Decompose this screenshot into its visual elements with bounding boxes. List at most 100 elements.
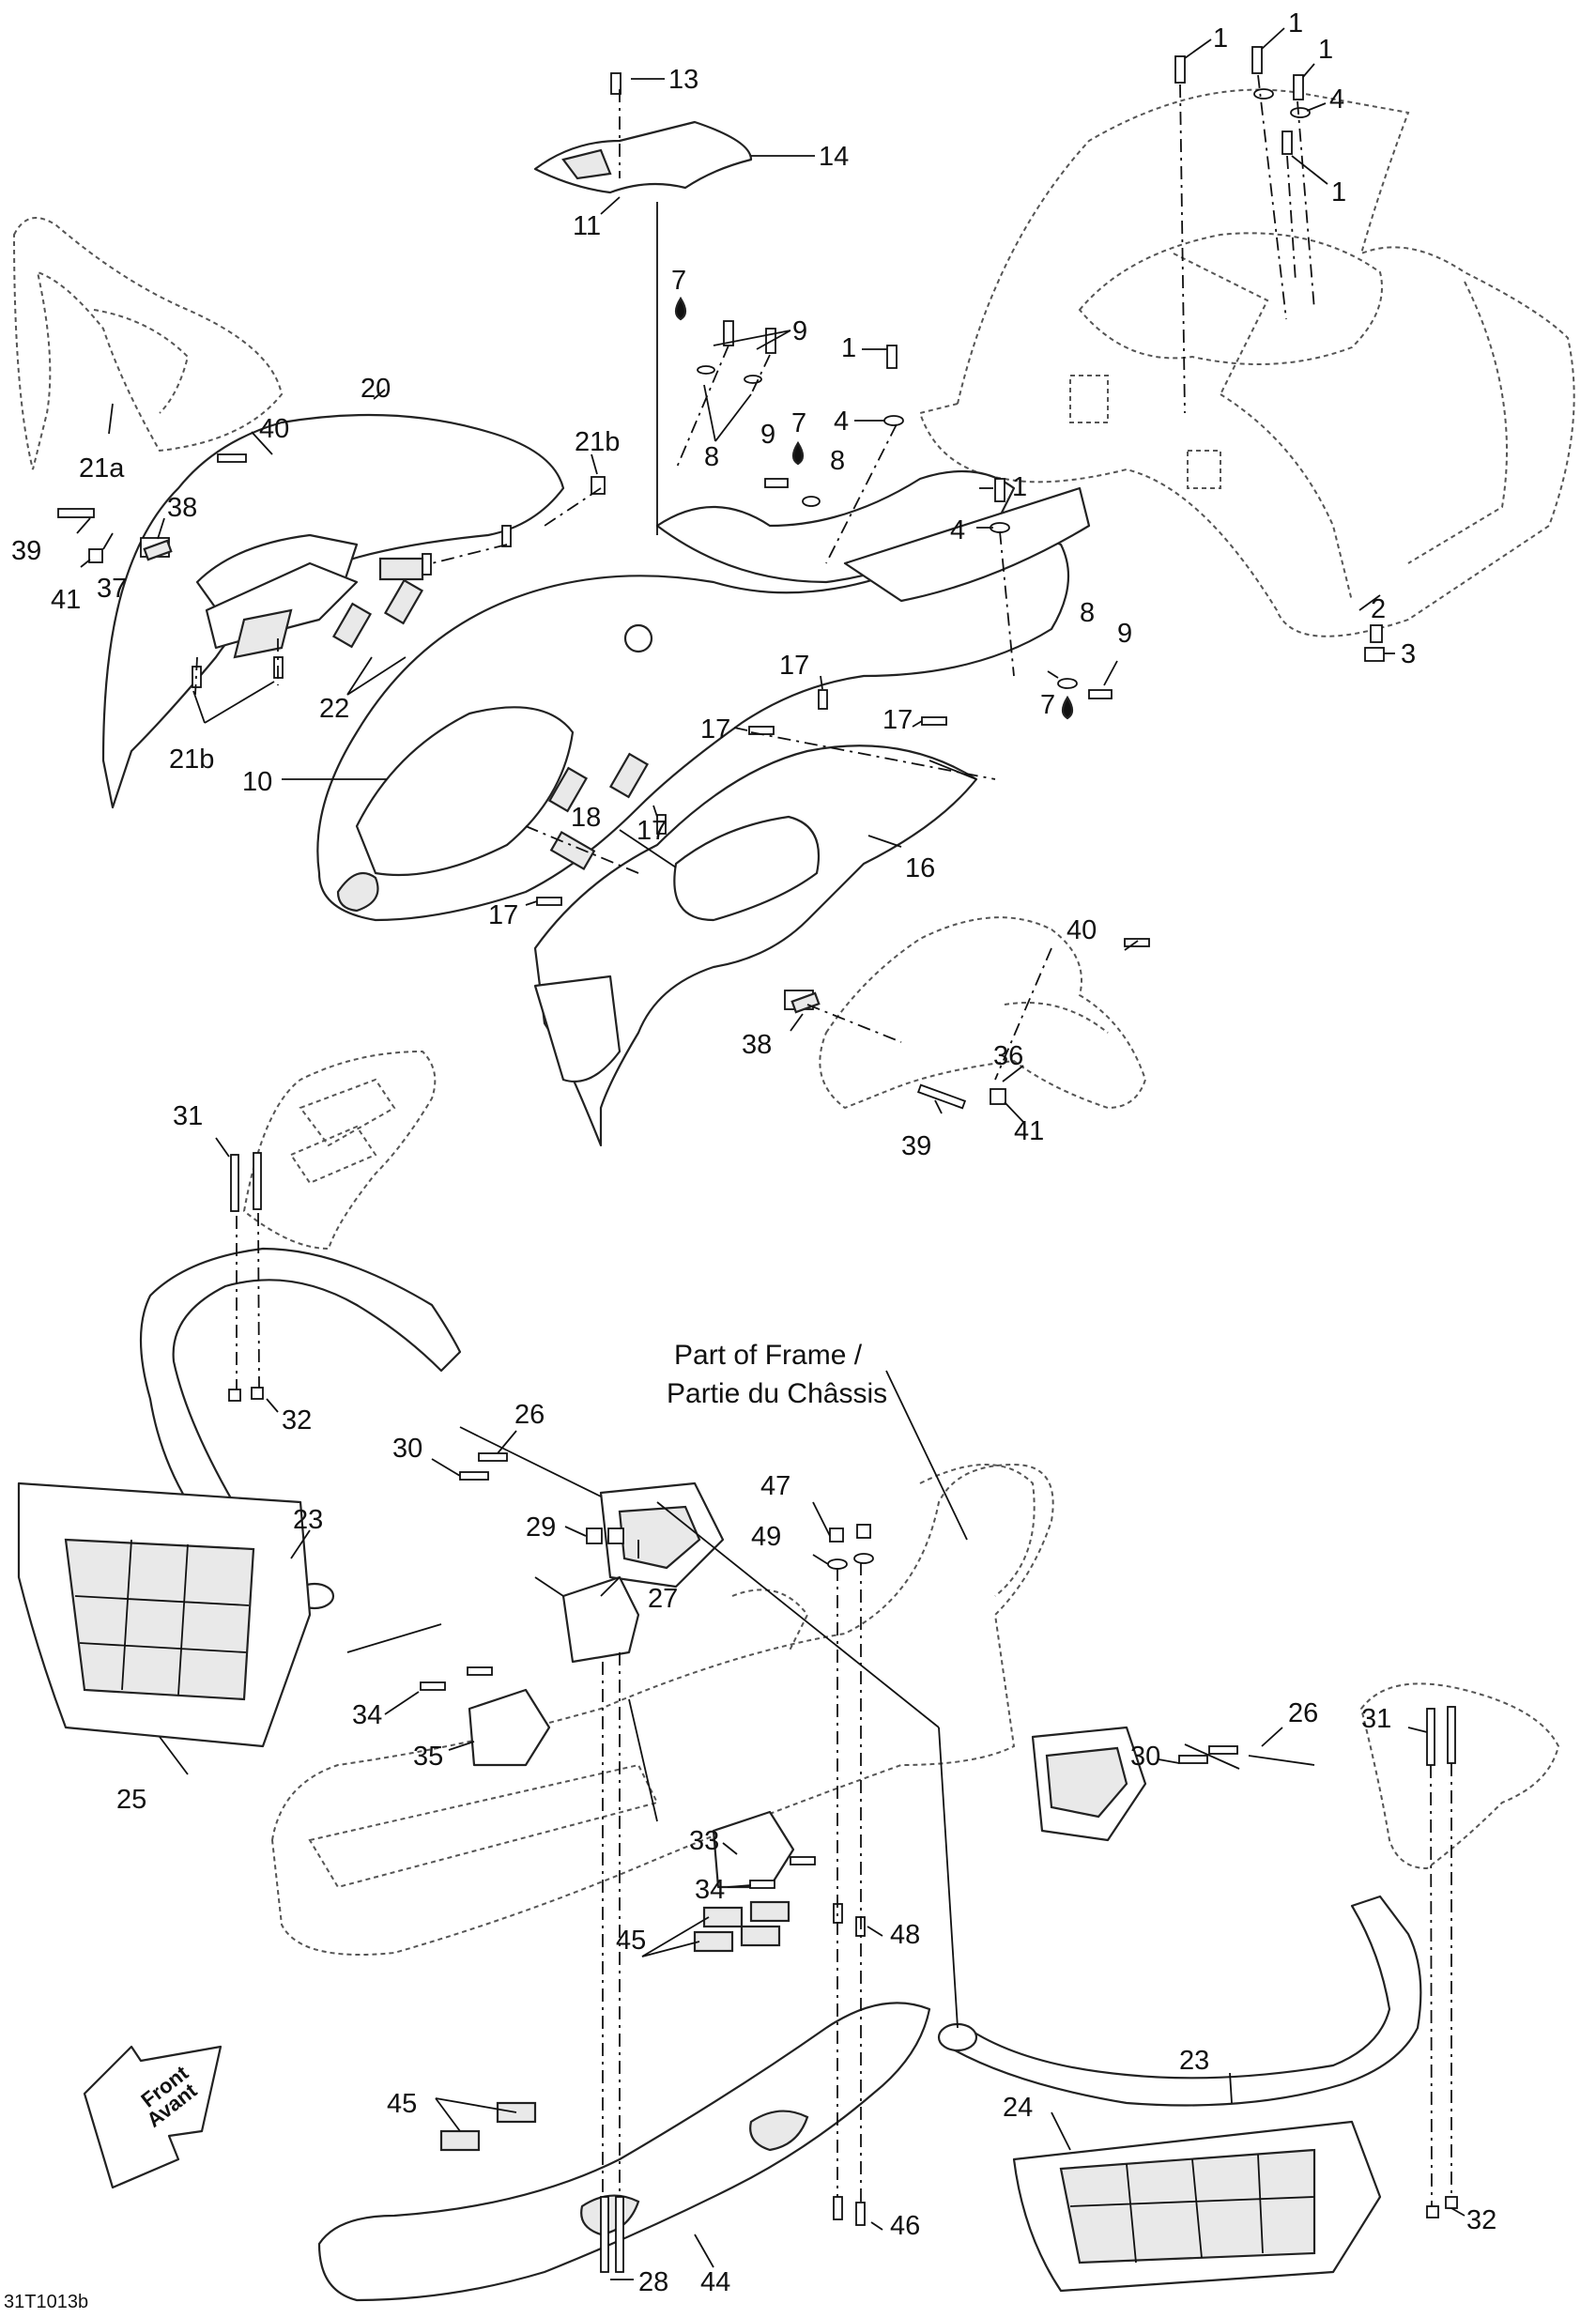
- callout-21b: 21b: [169, 745, 214, 775]
- callout-44: 44: [700, 2267, 730, 2297]
- callout-9: 9: [792, 316, 807, 346]
- callout-21a: 21a: [79, 453, 125, 484]
- callout-28: 28: [638, 2267, 668, 2297]
- callout-41: 41: [51, 585, 81, 615]
- bracket-35: [468, 1688, 551, 1767]
- callout-17: 17: [637, 816, 667, 846]
- callout-22: 22: [319, 694, 349, 724]
- callout-36: 36: [993, 1041, 1023, 1071]
- callout-9: 9: [1117, 619, 1132, 649]
- footrest-net-24: [1012, 2120, 1382, 2293]
- callout-17: 17: [779, 651, 809, 681]
- frame-note: Part of Frame / Partie du Châssis: [667, 1340, 887, 1409]
- callout-1: 1: [1213, 23, 1228, 54]
- callout-2: 2: [1371, 594, 1386, 624]
- callout-1: 1: [1288, 8, 1303, 38]
- callout-1: 1: [1318, 35, 1333, 65]
- callout-27: 27: [648, 1584, 678, 1614]
- callout-38: 38: [742, 1030, 772, 1060]
- callout-7: 7: [671, 266, 686, 296]
- callout-9: 9: [760, 420, 775, 450]
- callout-3: 3: [1401, 639, 1416, 669]
- callout-41: 41: [1014, 1116, 1044, 1146]
- callout-26: 26: [1288, 1698, 1318, 1728]
- callout-49: 49: [751, 1522, 781, 1552]
- bracket-27: [561, 1575, 640, 1664]
- callout-13: 13: [668, 65, 698, 95]
- callout-1: 1: [1012, 472, 1027, 502]
- frame-label-fr: Partie du Châssis: [667, 1378, 887, 1409]
- callout-30: 30: [392, 1434, 422, 1464]
- callout-31: 31: [173, 1101, 203, 1131]
- footrest-net-25: [17, 1481, 312, 1748]
- callout-30: 30: [1130, 1742, 1160, 1772]
- callout-45: 45: [616, 1926, 646, 1956]
- callout-7: 7: [791, 408, 806, 438]
- bracket-33: [712, 1810, 795, 1889]
- callout-20: 20: [361, 374, 391, 404]
- fuel-tank-cover-10: [316, 469, 1070, 922]
- callout-7: 7: [1040, 690, 1055, 720]
- drawing-code: 31T1013b: [4, 2292, 88, 2312]
- callout-17: 17: [882, 705, 913, 735]
- nerf-bar-23-right: [937, 1895, 1422, 2107]
- callout-4: 4: [1329, 84, 1344, 115]
- rear-body-reference: [918, 88, 1575, 637]
- callout-39: 39: [901, 1131, 931, 1161]
- left-side-panel-20: [101, 413, 565, 809]
- callout-1: 1: [841, 333, 856, 363]
- front-guard-31-reference: [242, 1050, 437, 1251]
- callout-4: 4: [834, 407, 849, 437]
- callout-40: 40: [1067, 915, 1097, 945]
- skid-plate-44: [317, 2002, 931, 2302]
- callout-11: 11: [573, 211, 601, 241]
- callout-37: 37: [97, 574, 127, 604]
- callout-34: 34: [695, 1875, 725, 1905]
- callout-23: 23: [1179, 2046, 1209, 2076]
- callout-31: 31: [1361, 1704, 1391, 1734]
- rear-fender-reference: [819, 916, 1147, 1110]
- callout-18: 18: [571, 803, 601, 833]
- callout-17: 17: [488, 900, 518, 930]
- callout-32: 32: [282, 1405, 312, 1435]
- rear-guard-31-reference: [1359, 1682, 1560, 1870]
- front-panel-16: [533, 745, 978, 1147]
- callout-16: 16: [905, 853, 935, 883]
- callout-35: 35: [413, 1742, 443, 1772]
- callout-33: 33: [689, 1826, 719, 1856]
- top-cover-14: [533, 120, 753, 194]
- rear-rack-panel-reference: [843, 486, 1091, 603]
- callout-8: 8: [1080, 598, 1095, 628]
- callout-39: 39: [11, 536, 41, 566]
- callout-10: 10: [242, 767, 272, 797]
- callout-29: 29: [526, 1512, 556, 1543]
- callout-32: 32: [1466, 2205, 1496, 2235]
- footpeg-26-left: [599, 1481, 725, 1589]
- callout-1: 1: [1331, 177, 1346, 207]
- callout-8: 8: [704, 442, 719, 472]
- frame-label-en: Part of Frame /: [674, 1340, 863, 1371]
- frame-reference: [270, 1463, 1054, 1956]
- leader-lines: [76, 27, 1466, 2280]
- callout-34: 34: [352, 1700, 382, 1730]
- callout-17: 17: [700, 714, 730, 745]
- callout-38: 38: [167, 493, 197, 523]
- callout-46: 46: [890, 2211, 920, 2241]
- callout-23: 23: [293, 1505, 323, 1535]
- callout-21b: 21b: [575, 427, 620, 457]
- callout-45: 45: [387, 2089, 417, 2119]
- callout-14: 14: [819, 142, 849, 172]
- callout-numbers: 1 1 1 1 1 1 2 3 4 4 4 7 7 7 8 8 8 9 9 9 …: [11, 8, 1496, 2297]
- callout-25: 25: [116, 1785, 146, 1815]
- callout-47: 47: [760, 1471, 790, 1501]
- callout-40: 40: [259, 414, 289, 444]
- front-direction-arrow: Front Avant: [83, 2045, 223, 2189]
- callout-4: 4: [950, 515, 965, 545]
- front-fender-reference: [12, 217, 284, 470]
- callout-8: 8: [830, 446, 845, 476]
- callout-48: 48: [890, 1920, 920, 1950]
- callout-26: 26: [514, 1400, 545, 1430]
- footpeg-26-right: [1031, 1726, 1147, 1842]
- callout-24: 24: [1003, 2093, 1033, 2123]
